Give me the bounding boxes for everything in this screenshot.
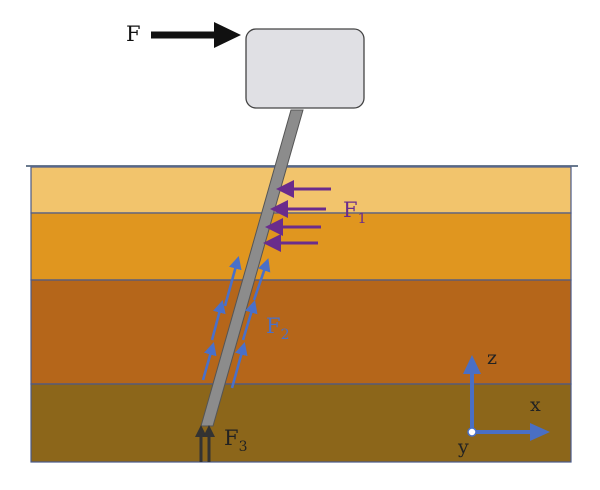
f1-label: F1	[343, 198, 367, 227]
up-arrow-icon	[252, 258, 271, 301]
up-arrow-icon	[463, 355, 481, 374]
pile-cap	[245, 28, 365, 109]
f1-letter: F	[343, 198, 358, 222]
f1-subscript: 1	[358, 211, 367, 227]
applied-force: F	[126, 22, 241, 48]
up-arrow-icon	[201, 342, 217, 381]
z-axis-label: z	[487, 347, 497, 369]
y-axis-origin	[467, 427, 477, 437]
f3-letter: F	[224, 426, 239, 450]
f2-arrows	[201, 255, 271, 389]
up-arrow-icon	[210, 299, 226, 341]
soil-layer-3	[30, 279, 572, 385]
right-arrow-icon	[530, 423, 550, 441]
up-arrow-icon	[223, 255, 242, 307]
f2-subscript: 2	[281, 327, 290, 343]
x-axis-label: x	[530, 394, 541, 416]
f1-arrows	[263, 180, 331, 252]
f3-subscript: 3	[239, 439, 248, 455]
f3-label: F3	[224, 426, 248, 455]
up-arrow-icon	[241, 300, 258, 341]
soil-layer-4	[30, 383, 572, 463]
f3-arrows	[195, 425, 215, 462]
f2-label: F2	[266, 314, 290, 343]
soil-layers	[30, 166, 572, 463]
y-axis-label: y	[457, 436, 469, 458]
f2-letter: F	[266, 314, 281, 338]
right-arrow-icon	[214, 22, 241, 48]
coordinate-axes: z x y	[457, 347, 550, 458]
soil-layer-2	[30, 212, 572, 281]
up-arrow-icon	[230, 341, 248, 389]
force-label: F	[126, 22, 141, 46]
